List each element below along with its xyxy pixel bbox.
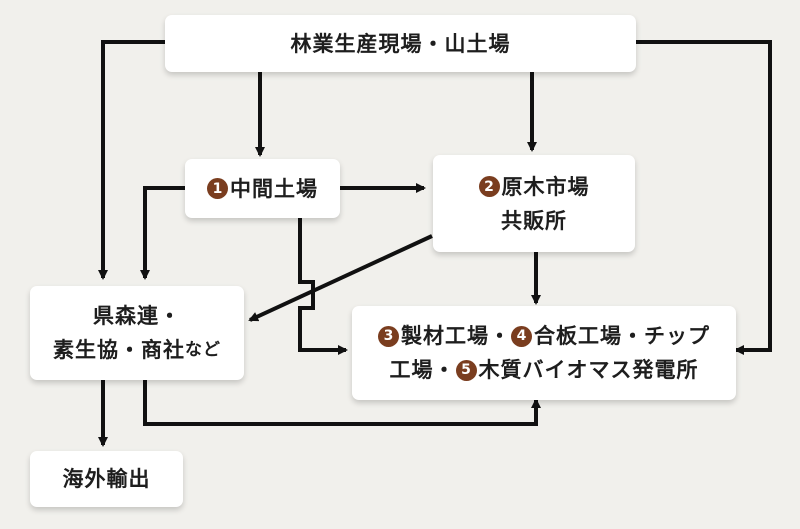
arrow-market-to-federations — [248, 234, 433, 322]
number-badge-4: 4 — [511, 325, 532, 347]
arrow-intermediate-to-factories — [298, 218, 348, 355]
node-forest-site: 林業生産現場・山土場 — [165, 15, 636, 72]
number-badge-3: 3 — [378, 325, 399, 347]
node-log-market-line2: 共販所 — [501, 208, 567, 233]
arrow-forest-to-factories — [636, 40, 772, 355]
node-forest-site-label: 林業生産現場・山土場 — [290, 31, 511, 56]
node-federations-line2: 素生協・商社 — [53, 338, 185, 362]
node-federations: 県森連・ 素生協・商社など — [30, 286, 244, 380]
node-intermediate-yard: 1 中間土場 — [185, 159, 340, 218]
node-intermediate-yard-label: 中間土場 — [230, 176, 318, 201]
number-badge-2: 2 — [478, 176, 500, 197]
node-export-label: 海外輸出 — [62, 467, 151, 491]
node-factories-text3: 製材工場・ — [401, 324, 511, 348]
node-factories-text5: 木質バイオマス発電所 — [478, 358, 699, 382]
node-factories: 3 製材工場・ 4 合板工場・チップ 工場・ 5 木質バイオマス発電所 — [352, 306, 736, 400]
node-factories-text4: 合板工場・チップ — [534, 324, 710, 348]
node-export: 海外輸出 — [30, 451, 183, 507]
node-log-market: 2 原木市場 共販所 — [433, 155, 635, 252]
node-federations-line1: 県森連・ — [93, 304, 181, 328]
node-log-market-line1: 原木市場 — [501, 174, 590, 199]
arrow-forest-to-federations — [98, 40, 165, 280]
number-badge-1: 1 — [207, 178, 228, 199]
arrow-intermediate-to-federations — [140, 186, 188, 280]
node-federations-line2-suffix: など — [185, 340, 221, 360]
arrow-federations-to-factories — [143, 380, 541, 426]
node-factories-line2-prefix: 工場・ — [389, 358, 456, 382]
number-badge-5: 5 — [455, 359, 477, 381]
